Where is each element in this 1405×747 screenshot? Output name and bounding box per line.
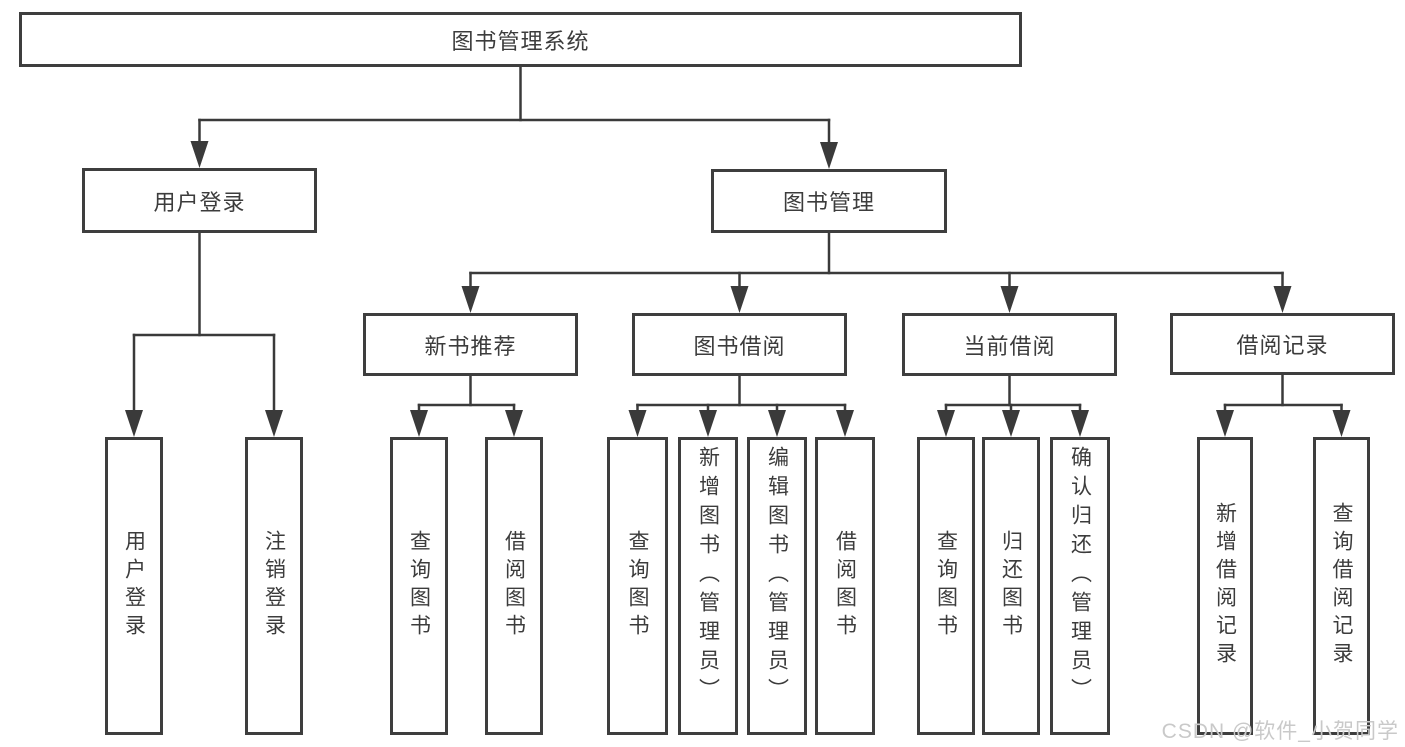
arrowhead-down-icon [836,410,854,437]
node-nb-query: 查询图书 [390,437,448,735]
node-label: 借阅图书 [502,530,526,642]
node-label: 图书管理系统 [451,28,590,54]
node-bb-add: 新增图书（管理员） [678,437,738,735]
node-label: 图书借阅 [693,333,786,359]
node-label: 新增借阅记录 [1213,502,1237,670]
arrowhead-down-icon [190,141,209,168]
node-label: 查询借阅记录 [1330,502,1353,670]
arrowhead-down-icon [1071,410,1089,437]
arrowhead-down-icon [628,410,647,437]
node-label: 查询图书 [934,530,958,642]
node-borrow-records: 借阅记录 [1170,313,1395,375]
node-label: 新书推荐 [424,333,517,359]
node-bb-borrow: 借阅图书 [815,437,875,735]
arrowhead-down-icon [1002,410,1020,437]
node-cb-return: 归还图书 [982,437,1040,735]
arrowhead-down-icon [730,286,749,313]
node-new-book-rec: 新书推荐 [363,313,578,376]
node-label: 新增图书（管理员） [696,446,720,707]
node-label: 注销登录 [262,530,286,642]
arrowhead-down-icon [699,410,717,437]
arrowhead-down-icon [410,410,428,437]
node-nb-borrow: 借阅图书 [485,437,543,735]
arrowhead-down-icon [937,410,955,437]
node-label: 用户登录 [153,189,246,215]
node-label: 查询图书 [626,530,649,642]
node-br-query: 查询借阅记录 [1313,437,1370,735]
node-label: 借阅记录 [1236,333,1329,358]
node-cb-query: 查询图书 [917,437,975,735]
arrowhead-down-icon [265,410,283,437]
node-book-borrow: 图书借阅 [632,313,847,376]
arrowhead-down-icon [125,410,143,437]
node-label: 用户登录 [122,530,146,642]
node-leaf-user-login: 用户登录 [105,437,163,735]
node-label: 编辑图书（管理员） [765,446,789,707]
arrowhead-down-icon [1273,286,1292,313]
node-user-login: 用户登录 [82,168,317,233]
arrowhead-down-icon [1332,410,1351,437]
arrowhead-down-icon [820,142,838,169]
node-label: 确认归还（管理员） [1068,446,1092,707]
watermark: CSDN @软件_小贺同学 [1161,720,1399,743]
node-br-add: 新增借阅记录 [1197,437,1253,735]
node-leaf-logout: 注销登录 [245,437,303,735]
node-current-borrow: 当前借阅 [902,313,1117,376]
node-root: 图书管理系统 [19,12,1022,67]
arrowhead-down-icon [768,410,786,437]
node-cb-confirm: 确认归还（管理员） [1050,437,1110,735]
node-label: 借阅图书 [833,530,857,642]
node-label: 归还图书 [999,530,1023,642]
node-book-mgmt: 图书管理 [711,169,947,233]
node-bb-edit: 编辑图书（管理员） [747,437,807,735]
arrowhead-down-icon [461,286,480,313]
node-label: 当前借阅 [963,333,1056,359]
node-label: 图书管理 [782,190,875,215]
arrowhead-down-icon [505,410,523,437]
arrowhead-down-icon [1000,286,1019,313]
arrowhead-down-icon [1216,410,1234,437]
node-bb-query: 查询图书 [607,437,668,735]
node-label: 查询图书 [407,530,431,642]
